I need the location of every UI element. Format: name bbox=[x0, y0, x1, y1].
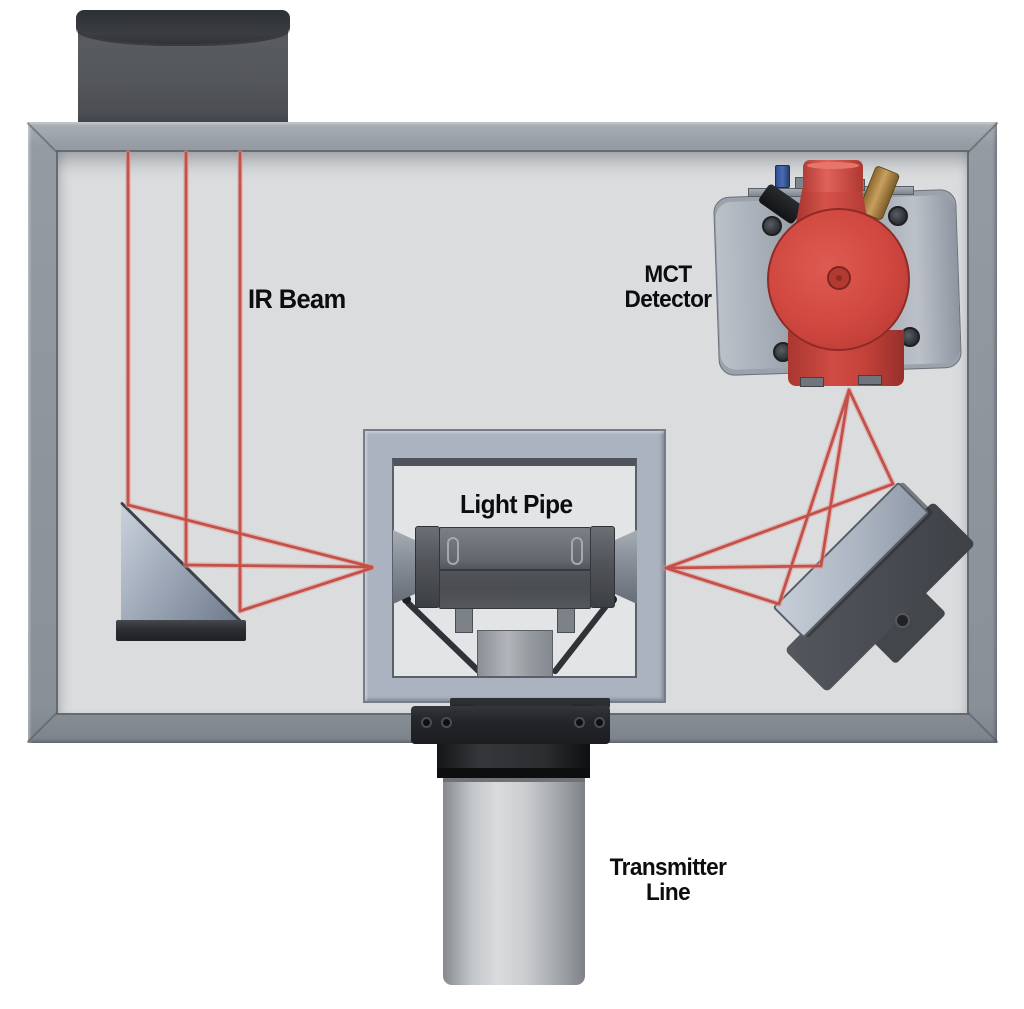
fold-mirror-mount-hole bbox=[895, 613, 910, 628]
light-pipe-foot bbox=[557, 608, 575, 633]
flange-bolt bbox=[574, 717, 585, 728]
label-transmitter-line1: Transmitter bbox=[609, 854, 727, 881]
label-mct-line2: Detector bbox=[624, 286, 712, 313]
light-pipe-collar-left bbox=[415, 526, 440, 608]
frame-mitre-joint bbox=[26, 122, 58, 154]
detector-aperture bbox=[827, 266, 851, 290]
light-pipe-mount-strip bbox=[450, 698, 610, 708]
label-ir-beam: IR Beam bbox=[248, 284, 346, 314]
light-pipe-body bbox=[439, 527, 591, 609]
transmitter-band bbox=[437, 768, 590, 778]
light-pipe-slot bbox=[571, 537, 583, 565]
flange-bolt bbox=[441, 717, 452, 728]
label-transmitter-line: Transmitter Line bbox=[602, 855, 734, 905]
label-mct-detector: MCT Detector bbox=[602, 262, 734, 312]
light-pipe-seam bbox=[439, 569, 591, 571]
frame-mitre-joint bbox=[26, 711, 58, 743]
label-transmitter-line2: Line bbox=[645, 879, 691, 906]
ir-source-port-cap bbox=[76, 10, 290, 44]
label-light-pipe: Light Pipe bbox=[460, 489, 573, 519]
flange-bolt bbox=[594, 717, 605, 728]
detector-base-tab bbox=[858, 375, 882, 385]
light-pipe-pedestal bbox=[477, 630, 553, 677]
frame-mitre-joint bbox=[967, 122, 999, 154]
frame-mitre-joint bbox=[967, 711, 999, 743]
label-mct-line1: MCT bbox=[644, 261, 692, 288]
transmitter-collar bbox=[437, 744, 590, 769]
plate-screw bbox=[762, 216, 782, 236]
light-pipe-collar-right bbox=[590, 526, 615, 608]
detector-base-tab bbox=[800, 377, 824, 387]
dewar-fill-cap bbox=[803, 160, 863, 192]
light-pipe-foot bbox=[455, 608, 473, 633]
light-pipe-slot bbox=[447, 537, 459, 565]
connector-blue bbox=[775, 165, 790, 188]
plate-screw bbox=[888, 206, 908, 226]
transmitter-line-pipe bbox=[443, 778, 585, 985]
flange-bolt bbox=[421, 717, 432, 728]
turning-prism-base bbox=[116, 620, 246, 641]
